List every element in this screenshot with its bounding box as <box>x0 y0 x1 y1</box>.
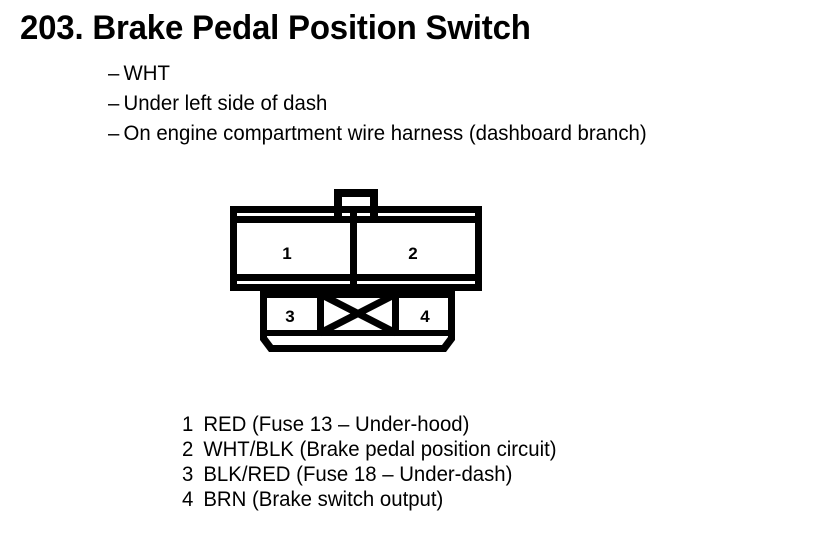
page-title: 203. Brake Pedal Position Switch <box>20 9 531 47</box>
pin-legend: 1 RED (Fuse 13 – Under-hood) 2 WHT/BLK (… <box>182 412 802 512</box>
upper-divider <box>350 213 357 284</box>
lower-body-outline <box>260 291 455 352</box>
blocked-cavity-x-icon <box>318 290 398 337</box>
list-item: – WHT <box>108 59 787 89</box>
list-item: – On engine compartment wire harness (da… <box>108 119 787 149</box>
legend-pin-description: WHT/BLK (Brake pedal position circuit) <box>203 438 557 461</box>
note-text: Under left side of dash <box>123 92 328 115</box>
list-item: 4 BRN (Brake switch output) <box>182 487 783 512</box>
connector-svg: 1 2 3 4 <box>230 189 482 352</box>
dash-icon: – <box>108 62 120 85</box>
legend-pin-description: RED (Fuse 13 – Under-hood) <box>203 413 470 436</box>
note-text: On engine compartment wire harness (dash… <box>123 122 647 145</box>
legend-pin-number: 1 <box>182 413 194 436</box>
notes-list: – WHT – Under left side of dash – On eng… <box>108 59 808 149</box>
connector-diagram: 1 2 3 4 <box>220 180 510 380</box>
note-text: WHT <box>123 62 170 85</box>
legend-pin-number: 3 <box>182 463 194 486</box>
list-item: 3 BLK/RED (Fuse 18 – Under-dash) <box>182 462 783 487</box>
lower-rail-bottom <box>267 330 448 336</box>
pin-label-3: 3 <box>285 307 294 326</box>
list-item: – Under left side of dash <box>108 89 787 119</box>
dash-icon: – <box>108 92 120 115</box>
legend-pin-number: 4 <box>182 488 194 511</box>
lower-divider-left <box>317 291 324 336</box>
list-item: 1 RED (Fuse 13 – Under-hood) <box>182 412 783 437</box>
pin-label-1: 1 <box>282 244 291 263</box>
locking-tab-icon <box>334 189 378 216</box>
legend-pin-description: BRN (Brake switch output) <box>203 488 444 511</box>
pin-label-2: 2 <box>408 244 417 263</box>
lower-divider-right <box>392 291 399 336</box>
list-item: 2 WHT/BLK (Brake pedal position circuit) <box>182 437 783 462</box>
legend-pin-description: BLK/RED (Fuse 18 – Under-dash) <box>203 463 513 486</box>
legend-pin-number: 2 <box>182 438 194 461</box>
dash-icon: – <box>108 122 120 145</box>
pin-label-4: 4 <box>420 307 430 326</box>
